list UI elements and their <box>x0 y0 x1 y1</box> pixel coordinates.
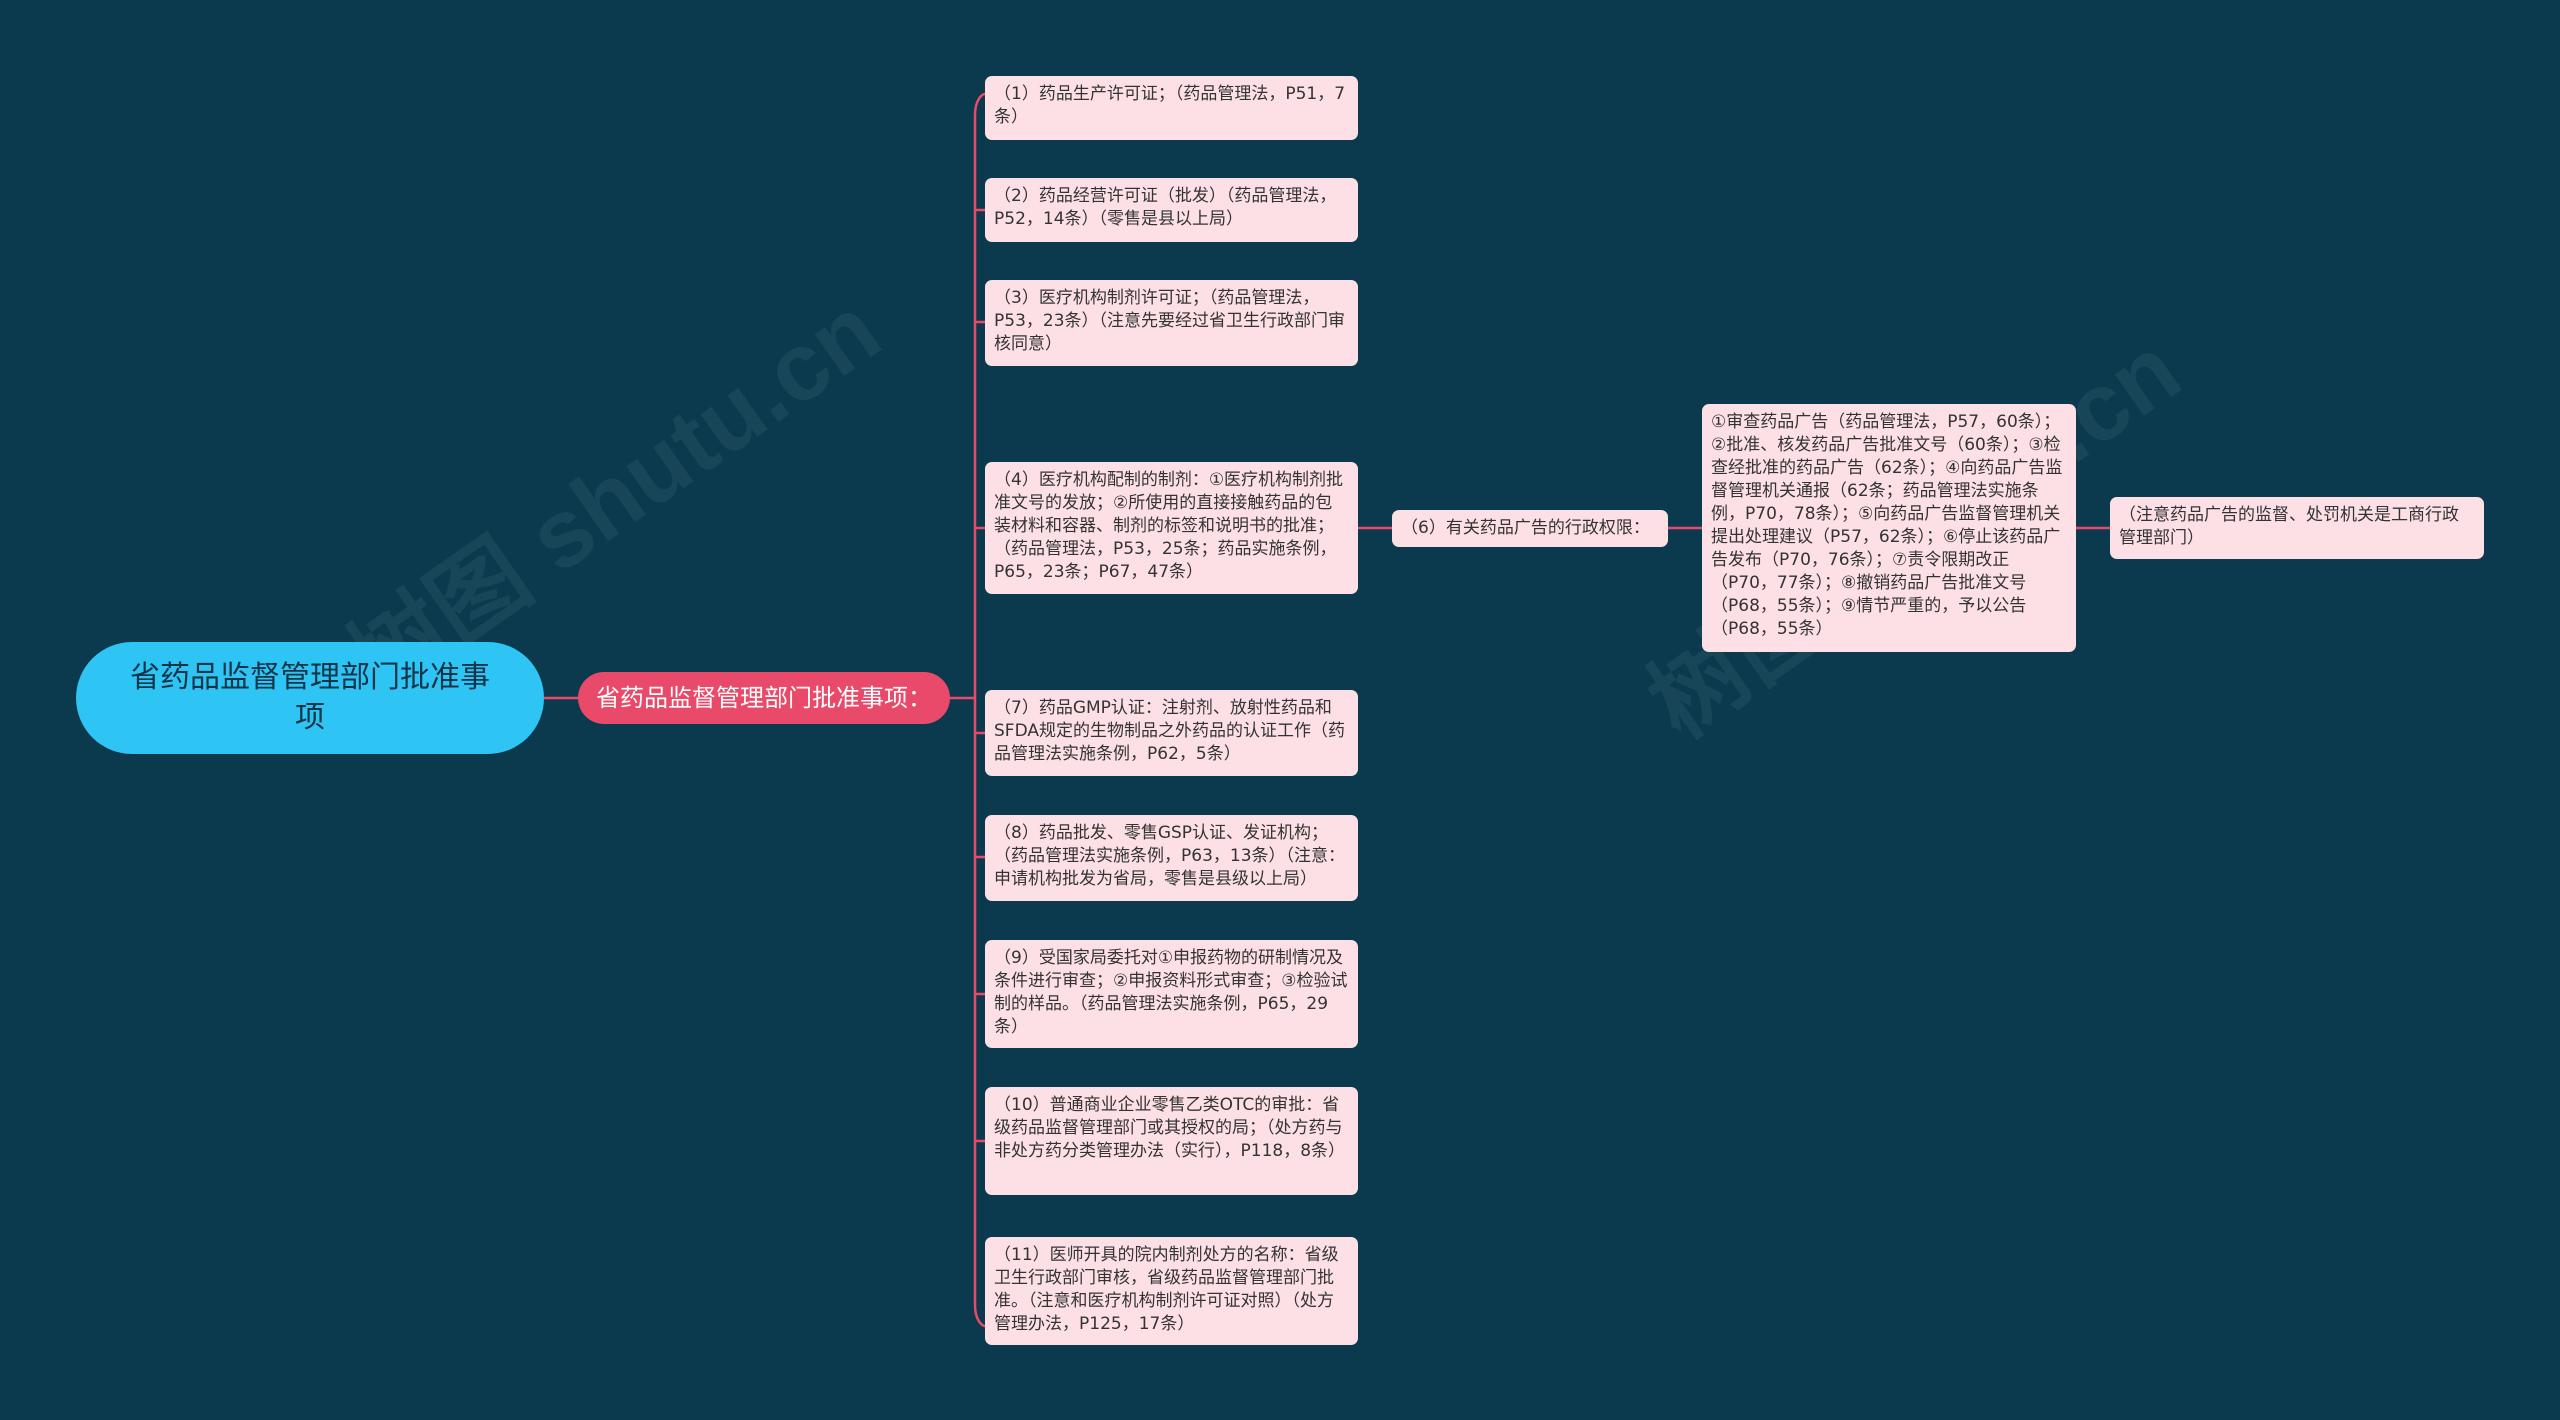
ad-detail-node[interactable]: ①审查药品广告（药品管理法，P57，60条）；②批准、核发药品广告批准文号（60… <box>1702 404 2076 652</box>
item-text: （8）药品批发、零售GSP认证、发证机构；（药品管理法实施条例，P63，13条）… <box>994 823 1346 889</box>
item-node[interactable]: （8）药品批发、零售GSP认证、发证机构；（药品管理法实施条例，P63，13条）… <box>985 815 1358 901</box>
ad-powers-text: （6）有关药品广告的行政权限： <box>1401 518 1650 538</box>
connector-hub-spine <box>950 92 986 1328</box>
root-label: 省药品监督管理部门批准事项 <box>130 660 490 735</box>
item-text: （11）医师开具的院内制剂处方的名称：省级卫生行政部门审核，省级药品监督管理部门… <box>994 1245 1339 1334</box>
hub-label: 省药品监督管理部门批准事项： <box>596 684 932 712</box>
item-text: （3）医疗机构制剂许可证；（药品管理法，P53，23条）（注意先要经过省卫生行政… <box>994 288 1346 354</box>
item-node[interactable]: （7）药品GMP认证：注射剂、放射性药品和SFDA规定的生物制品之外药品的认证工… <box>985 690 1358 776</box>
item-text: （4）医疗机构配制的制剂：①医疗机构制剂批准文号的发放；②所使用的直接接触药品的… <box>994 470 1344 582</box>
ad-note-text: （注意药品广告的监督、处罚机关是工商行政管理部门） <box>2119 505 2459 548</box>
item-text: （2）药品经营许可证（批发）（药品管理法，P52，14条）（零售是县以上局） <box>994 186 1337 229</box>
item-node[interactable]: （4）医疗机构配制的制剂：①医疗机构制剂批准文号的发放；②所使用的直接接触药品的… <box>985 462 1358 594</box>
item-node[interactable]: （3）医疗机构制剂许可证；（药品管理法，P53，23条）（注意先要经过省卫生行政… <box>985 280 1358 366</box>
item-text: （10）普通商业企业零售乙类OTC的审批：省级药品监督管理部门或其授权的局；（处… <box>994 1095 1346 1161</box>
item-node[interactable]: （1）药品生产许可证；（药品管理法，P51，7条） <box>985 76 1358 140</box>
item-node[interactable]: （9）受国家局委托对①申报药物的研制情况及条件进行审查；②申报资料形式审查；③检… <box>985 940 1358 1048</box>
item-text: （7）药品GMP认证：注射剂、放射性药品和SFDA规定的生物制品之外药品的认证工… <box>994 698 1345 764</box>
item-node[interactable]: （10）普通商业企业零售乙类OTC的审批：省级药品监督管理部门或其授权的局；（处… <box>985 1087 1358 1195</box>
item-node[interactable]: （11）医师开具的院内制剂处方的名称：省级卫生行政部门审核，省级药品监督管理部门… <box>985 1237 1358 1345</box>
root-node[interactable]: 省药品监督管理部门批准事项 <box>76 642 544 754</box>
ad-detail-text: ①审查药品广告（药品管理法，P57，60条）；②批准、核发药品广告批准文号（60… <box>1711 412 2063 639</box>
ad-powers-node[interactable]: （6）有关药品广告的行政权限： <box>1392 510 1668 547</box>
item-text: （1）药品生产许可证；（药品管理法，P51，7条） <box>994 84 1346 127</box>
item-text: （9）受国家局委托对①申报药物的研制情况及条件进行审查；②申报资料形式审查；③检… <box>994 948 1348 1037</box>
item-node[interactable]: （2）药品经营许可证（批发）（药品管理法，P52，14条）（零售是县以上局） <box>985 178 1358 242</box>
hub-node[interactable]: 省药品监督管理部门批准事项： <box>578 672 950 724</box>
ad-note-node[interactable]: （注意药品广告的监督、处罚机关是工商行政管理部门） <box>2110 497 2484 559</box>
